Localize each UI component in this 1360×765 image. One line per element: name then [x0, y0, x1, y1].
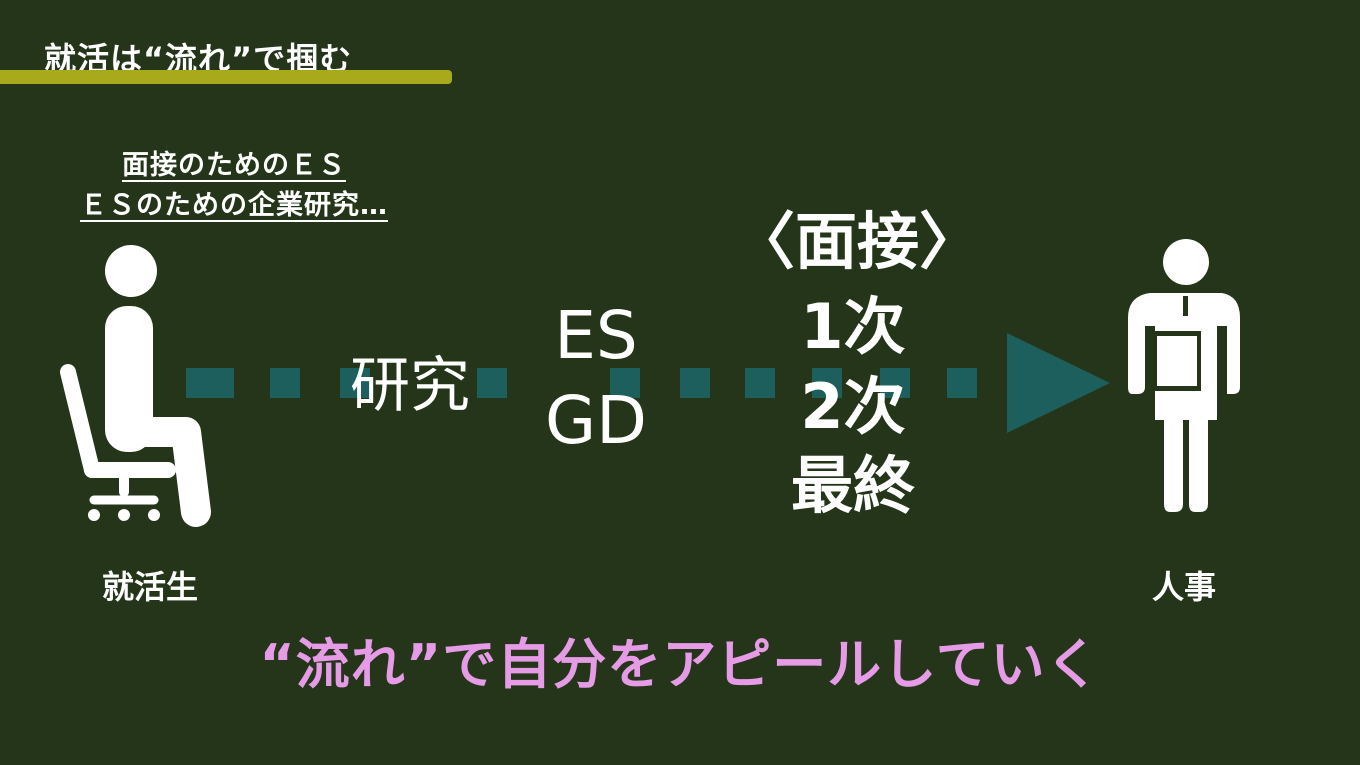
seated-person-icon [60, 245, 211, 527]
note-line-2: ＥＳのための企業研究… [80, 190, 388, 221]
arrow-head [1007, 333, 1110, 433]
interview-heading: 〈面接〉 [733, 205, 982, 278]
student-label: 就活生 [101, 568, 198, 606]
interview-first-round: 1次 [800, 290, 906, 363]
title-underline [0, 70, 452, 84]
note-line-1: 面接のためのＥＳ [122, 150, 346, 181]
hr-label: 人事 [1151, 568, 1216, 606]
interview-final-round: 最終 [790, 449, 915, 522]
footer-message: “流れ”で自分をアピールしていく [259, 633, 1101, 696]
step-gd: GD [545, 382, 647, 459]
business-person-clipboard-icon [1128, 239, 1240, 512]
flow-arrow [186, 333, 1110, 433]
step-es: ES [554, 297, 638, 374]
interview-second-round: 2次 [800, 370, 906, 443]
step-research: 研究 [350, 351, 470, 421]
